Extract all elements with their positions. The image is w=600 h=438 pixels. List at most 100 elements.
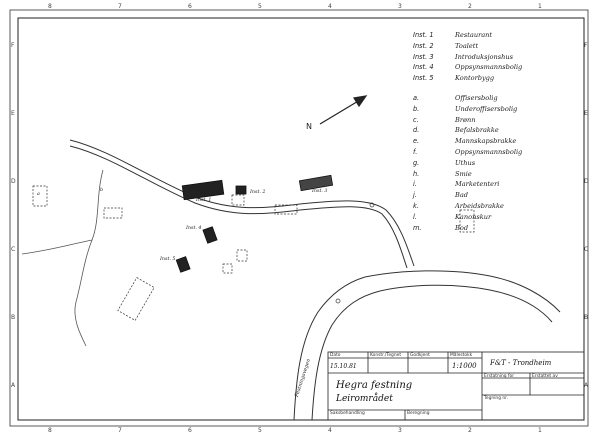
border-left-C: C: [11, 246, 16, 253]
legend-value: Marketenteri: [455, 180, 500, 189]
legend-key: Inst. 2: [413, 41, 434, 50]
label-inst1: Inst. 1: [196, 198, 212, 203]
building-d: [231, 194, 245, 206]
well-2: [335, 298, 341, 304]
tb-title-line1: Hegra festning: [336, 380, 413, 391]
tb-malestokk-label: Målestokk: [450, 353, 473, 358]
legend-key: f.: [413, 147, 418, 156]
legend-value: Toalett: [455, 41, 479, 50]
border-bottom-3: 3: [398, 427, 402, 434]
legend-value: Arbeidsbrakke: [455, 201, 504, 210]
wells: [335, 202, 375, 304]
title-block: [327, 351, 585, 421]
legend-key: a.: [413, 94, 420, 102]
north-label: N: [306, 122, 312, 131]
legend-value: Bad: [455, 191, 468, 200]
tb-godkjent-label: Godkjent: [410, 353, 430, 358]
legend-value: Mannskapsbrakke: [455, 137, 517, 146]
legend-building-row: b. Underoffisersbolig: [413, 104, 522, 115]
border-bottom-4: 4: [328, 427, 332, 434]
legend-key: h.: [413, 169, 420, 178]
legend-value: Befalsbrakke: [455, 126, 499, 135]
tb-erstattet-av: Erstattet av: [532, 374, 558, 379]
legend-building-row: a.Offisersbolig: [413, 93, 522, 104]
legend-key: k.: [413, 201, 419, 210]
tb-dato-label: Dato: [330, 353, 341, 358]
border-top-5: 5: [258, 3, 262, 10]
legend-key: i.: [413, 180, 417, 189]
border-left-D: D: [11, 178, 16, 185]
border-top-2: 2: [468, 3, 472, 10]
festningsvegen-road: [293, 270, 561, 421]
legend-building-row: i. Marketenteri: [413, 179, 522, 190]
legend-building-row: g.Uthus: [413, 158, 522, 169]
building-h: [117, 277, 155, 321]
label-b: b: [100, 188, 104, 193]
legend-key: Inst. 5: [413, 74, 434, 83]
legend-value: Brønn: [455, 115, 476, 124]
inst5-kontorbygg: [175, 256, 191, 273]
legend-value: Underoffisersbolig: [455, 104, 518, 113]
inner-frame: [17, 17, 585, 421]
border-bottom-7: 7: [118, 427, 122, 434]
tb-saksbehandling: Saksbehandling: [330, 411, 365, 416]
tb-title-line2: Leirområdet: [336, 394, 393, 404]
border-right-A: A: [584, 382, 589, 389]
legend-key: e.: [413, 137, 420, 146]
label-inst4: Inst. 4: [186, 226, 202, 231]
tb-org-value: F&T - Trondheim: [490, 359, 552, 367]
legend-building-row: m. Bod: [413, 223, 522, 234]
tb-beregning: Beregning: [407, 411, 430, 416]
legend-value: Oppsynsmannsbolig: [455, 63, 523, 72]
legend-building-row: l.Kanonskur: [413, 212, 522, 223]
legend-building-row: e. Mannskapsbrakke: [413, 136, 522, 147]
main-road: [69, 139, 415, 269]
stream: [21, 169, 104, 347]
border-left-B: B: [11, 314, 16, 321]
border-right-E: E: [584, 110, 588, 117]
label-inst2: Inst. 2: [250, 190, 266, 195]
legend-key: b.: [413, 104, 420, 113]
border-top-3: 3: [398, 3, 402, 10]
legend-building-row: j.Bad: [413, 190, 522, 201]
tb-date-value: 15.10.81: [330, 363, 357, 370]
border-bottom-6: 6: [188, 427, 192, 434]
border-right-D: D: [584, 178, 589, 185]
outer-frame: [9, 9, 589, 427]
legend-key: Inst. 4: [413, 63, 434, 72]
legend-building-row: c.Brønn: [413, 115, 522, 126]
border-left-A: A: [11, 382, 16, 389]
inst1-restaurant: [181, 179, 225, 201]
border-bottom-5: 5: [258, 427, 262, 434]
north-arrow: [319, 95, 368, 125]
legend-buildings: a.Offisersbolig b. Underoffisersbolig c.B…: [413, 93, 522, 233]
building-c: [274, 204, 298, 215]
legend-key: m.: [413, 223, 422, 232]
border-top-6: 6: [188, 3, 192, 10]
legend-building-row: k. Arbeidsbrakke: [413, 201, 522, 212]
border-bottom-8: 8: [48, 427, 52, 434]
tb-scale-value: 1:1000: [452, 362, 477, 370]
legend-inst-row: Inst. 3 Introduksjonshus: [413, 52, 522, 63]
legend-building-row: d.Befalsbrakke: [413, 125, 522, 136]
legend-key: g.: [413, 158, 420, 167]
legend-inst-row: Inst. 4 Oppsynsmannsbolig: [413, 62, 522, 73]
legend-value: Smie: [455, 169, 472, 178]
legend-value: Bod: [455, 223, 469, 232]
border-top-7: 7: [118, 3, 122, 10]
tb-erstatning-for: Erstatning for: [484, 374, 515, 379]
border-bottom-2: 2: [468, 427, 472, 434]
building-g: [222, 263, 233, 274]
border-top-1: 1: [538, 3, 542, 10]
buildings: [175, 174, 334, 273]
legend-building-row: h. Smie: [413, 169, 522, 180]
legend-value: Restaurant: [455, 31, 493, 39]
legend-key: l.: [413, 212, 417, 221]
building-a: [32, 185, 48, 207]
legend-key: Inst. 3: [413, 52, 434, 61]
legend-value: Introduksjonshus: [455, 52, 513, 61]
inst2-toalett: [235, 185, 247, 195]
inst3-introduksjonshus: [298, 174, 334, 192]
